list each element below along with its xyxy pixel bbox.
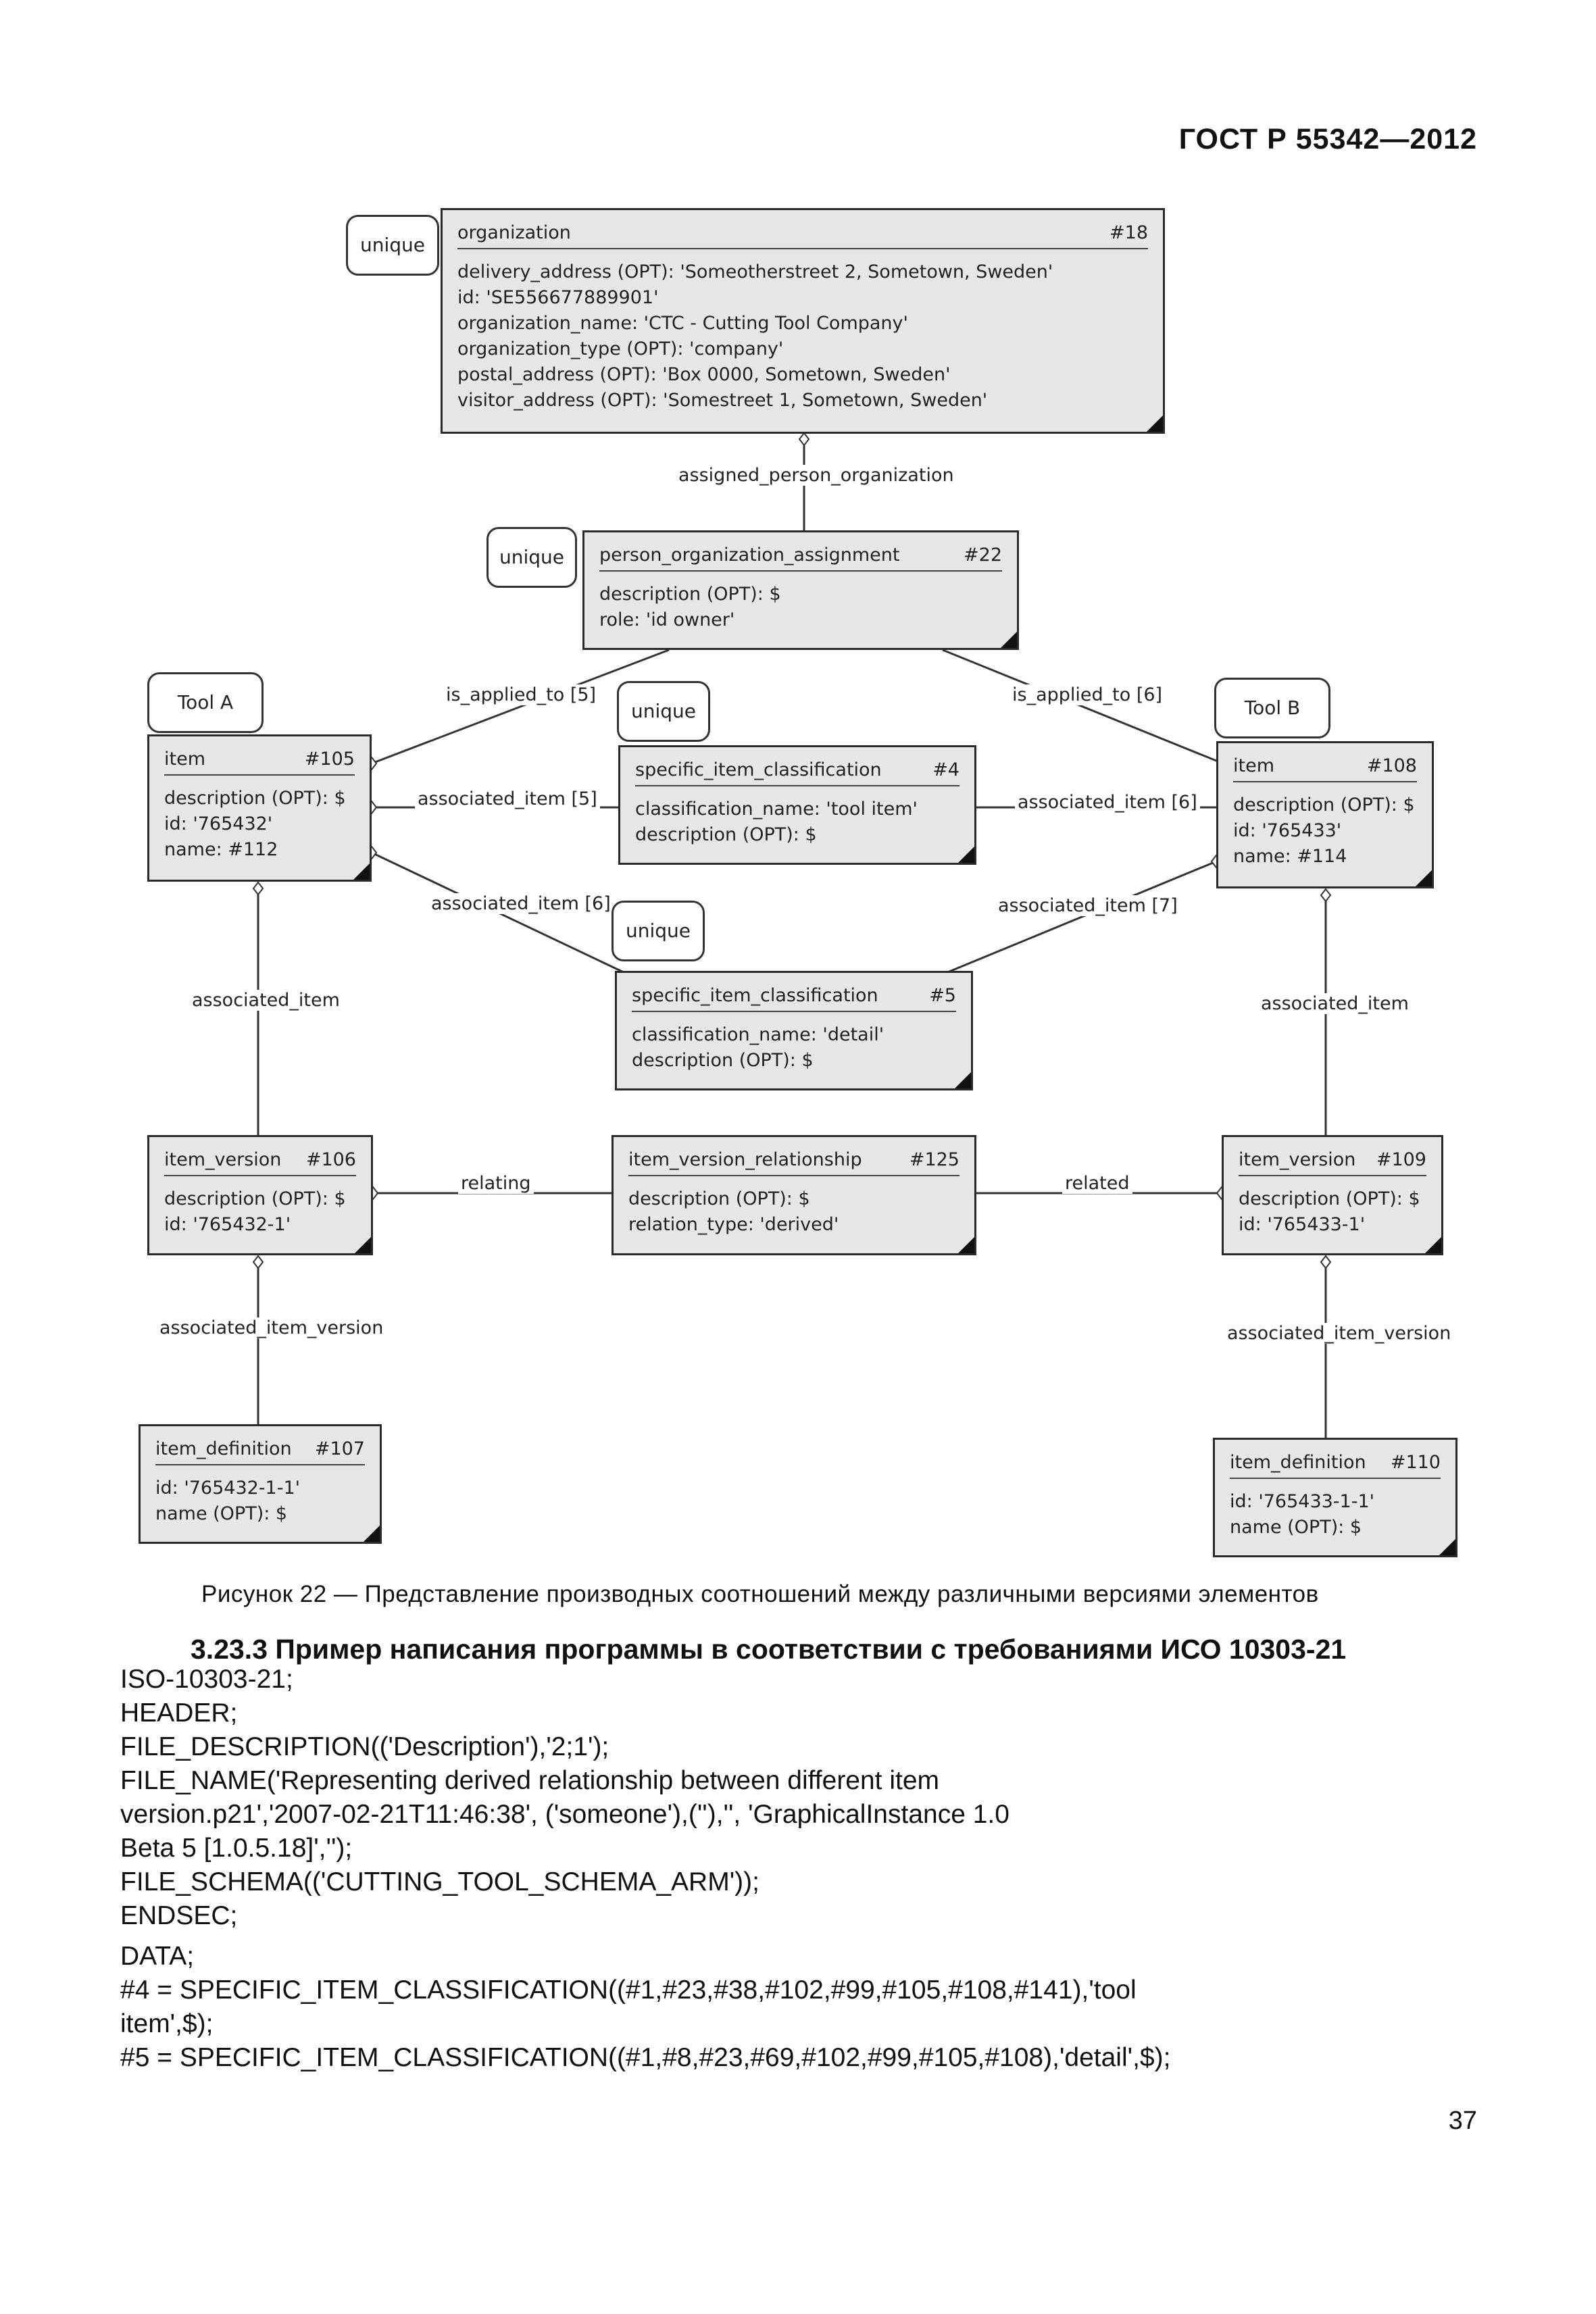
entity-number: #125	[909, 1149, 959, 1170]
entity-number: #18	[1109, 222, 1148, 243]
entity-item-version-relationship-125: item_version_relationship #125 descriptio…	[612, 1135, 976, 1255]
code-line: version.p21','2007-02-21T11:46:38', ('so…	[120, 1800, 1009, 1829]
entity-attribute: description (OPT): $	[1239, 1188, 1420, 1209]
relation-label: associated_item [5]	[415, 788, 600, 809]
entity-attribute: id: 'SE556677889901'	[457, 287, 659, 308]
entity-attribute: name (OPT): $	[1230, 1517, 1362, 1538]
entity-attribute: classification_name: 'detail'	[632, 1024, 884, 1045]
entity-number: #106	[305, 1149, 356, 1170]
entity-name: item_version_relationship	[628, 1149, 862, 1170]
entity-name: item_definition	[1230, 1452, 1366, 1473]
code-line: FILE_SCHEMA(('CUTTING_TOOL_SCHEMA_ARM'))…	[120, 1867, 759, 1896]
entity-attribute: description (OPT): $	[1233, 795, 1415, 815]
entity-attribute: name: #112	[164, 839, 278, 860]
entity-name: item	[164, 749, 206, 770]
relation-label: associated_item_version	[1224, 1323, 1454, 1344]
entity-specific-item-classification-5: specific_item_classification #5 classific…	[615, 971, 973, 1090]
relation-label: associated_item	[1258, 993, 1412, 1014]
entity-attribute: classification_name: 'tool item'	[635, 799, 918, 820]
entity-item-definition-110: item_definition #110 id: '765433-1-1' nam…	[1213, 1438, 1457, 1557]
entity-attribute: id: '765433-1-1'	[1230, 1491, 1375, 1512]
code-line: FILE_DESCRIPTION(('Description'),'2;1');	[120, 1732, 609, 1761]
relation-label: related	[1062, 1173, 1132, 1194]
section-title: 3.23.3 Пример написания программы в соот…	[191, 1634, 1347, 1665]
entity-organization: organization #18 delivery_address (OPT): …	[441, 208, 1165, 434]
entity-name: person_organization_assignment	[599, 545, 900, 565]
figure-caption: Рисунок 22 — Представление производных с…	[201, 1581, 1319, 1607]
code-line: ISO-10303-21;	[120, 1665, 293, 1694]
entity-number: #105	[304, 749, 355, 770]
entity-attribute: description (OPT): $	[599, 584, 781, 605]
entity-name: specific_item_classification	[632, 985, 878, 1006]
entity-item-108: item #108 description (OPT): $ id: '76543…	[1216, 741, 1434, 888]
entity-number: #22	[964, 545, 1002, 565]
relation-label: is_applied_to [6]	[1009, 684, 1166, 705]
unique-tag: unique	[487, 527, 577, 588]
relation-label: associated_item [6]	[1015, 792, 1200, 813]
tool-b-tag: Tool B	[1214, 678, 1330, 738]
relation-label: associated_item [7]	[995, 895, 1180, 916]
relation-label: associated_item	[189, 990, 343, 1011]
entity-name: item_version	[1239, 1149, 1356, 1170]
document-header: ГОСТ Р 55342—2012	[1178, 123, 1477, 155]
unique-tag: unique	[617, 681, 710, 742]
entity-attribute: description (OPT): $	[635, 824, 817, 845]
code-line: HEADER;	[120, 1699, 238, 1728]
entity-attribute: description (OPT): $	[632, 1050, 814, 1071]
unique-tag: unique	[346, 215, 439, 276]
entity-item-definition-107: item_definition #107 id: '765432-1-1' nam…	[139, 1424, 382, 1544]
entity-attribute: id: '765432-1'	[164, 1214, 291, 1235]
entity-attribute: organization_name: 'CTC - Cutting Tool C…	[457, 313, 908, 334]
entity-name: organization	[457, 222, 571, 243]
entity-number: #108	[1366, 755, 1417, 776]
entity-attribute: description (OPT): $	[628, 1188, 810, 1209]
entity-attribute: id: '765433'	[1233, 820, 1342, 841]
entity-attribute: role: 'id owner'	[599, 609, 735, 630]
entity-attribute: delivery_address (OPT): 'Someotherstreet…	[457, 261, 1053, 282]
entity-attribute: postal_address (OPT): 'Box 0000, Sometow…	[457, 364, 951, 385]
entity-attribute: visitor_address (OPT): 'Somestreet 1, So…	[457, 390, 988, 411]
entity-person-organization-assignment: person_organization_assignment #22 descri…	[582, 530, 1019, 650]
entity-attribute: id: '765432'	[164, 813, 273, 834]
entity-attribute: name: #114	[1233, 846, 1347, 867]
entity-attribute: description (OPT): $	[164, 1188, 346, 1209]
relation-label: associated_item_version	[157, 1317, 386, 1338]
entity-item-105: item #105 description (OPT): $ id: '76543…	[147, 734, 372, 882]
code-line: ENDSEC;	[120, 1901, 238, 1930]
entity-attribute: id: '765433-1'	[1239, 1214, 1366, 1235]
entity-attribute: id: '765432-1-1'	[155, 1478, 301, 1499]
unique-tag: unique	[612, 901, 705, 961]
entity-name: item_version	[164, 1149, 282, 1170]
entity-attribute: organization_type (OPT): 'company'	[457, 338, 784, 359]
entity-number: #107	[314, 1438, 365, 1459]
code-line: Beta 5 [1.0.5.18]','');	[120, 1834, 353, 1863]
relation-label: associated_item [6]	[428, 893, 614, 914]
entity-number: #5	[929, 985, 956, 1006]
code-line: FILE_NAME('Representing derived relation…	[120, 1766, 940, 1795]
entity-number: #4	[932, 759, 959, 780]
code-line: #5 = SPECIFIC_ITEM_CLASSIFICATION((#1,#8…	[120, 2043, 1171, 2072]
tool-a-tag: Tool A	[147, 672, 264, 733]
entity-item-version-109: item_version #109 description (OPT): $ id…	[1222, 1135, 1443, 1255]
page-number: 37	[1448, 2107, 1477, 2135]
entity-specific-item-classification-4: specific_item_classification #4 classific…	[618, 745, 976, 865]
entity-number: #109	[1376, 1149, 1426, 1170]
relation-label: relating	[458, 1173, 534, 1194]
entity-name: item_definition	[155, 1438, 292, 1459]
code-line: #4 = SPECIFIC_ITEM_CLASSIFICATION((#1,#2…	[120, 1976, 1137, 2005]
code-line: DATA;	[120, 1942, 195, 1971]
entity-name: specific_item_classification	[635, 759, 882, 780]
relation-label: is_applied_to [5]	[443, 684, 599, 705]
entity-number: #110	[1390, 1452, 1441, 1473]
entity-attribute: description (OPT): $	[164, 788, 346, 809]
entity-attribute: relation_type: 'derived'	[628, 1214, 839, 1235]
code-line: item',$);	[120, 2009, 214, 2038]
entity-item-version-106: item_version #106 description (OPT): $ id…	[147, 1135, 373, 1255]
relation-label: assigned_person_organization	[676, 465, 957, 486]
entity-name: item	[1233, 755, 1275, 776]
entity-attribute: name (OPT): $	[155, 1503, 288, 1524]
